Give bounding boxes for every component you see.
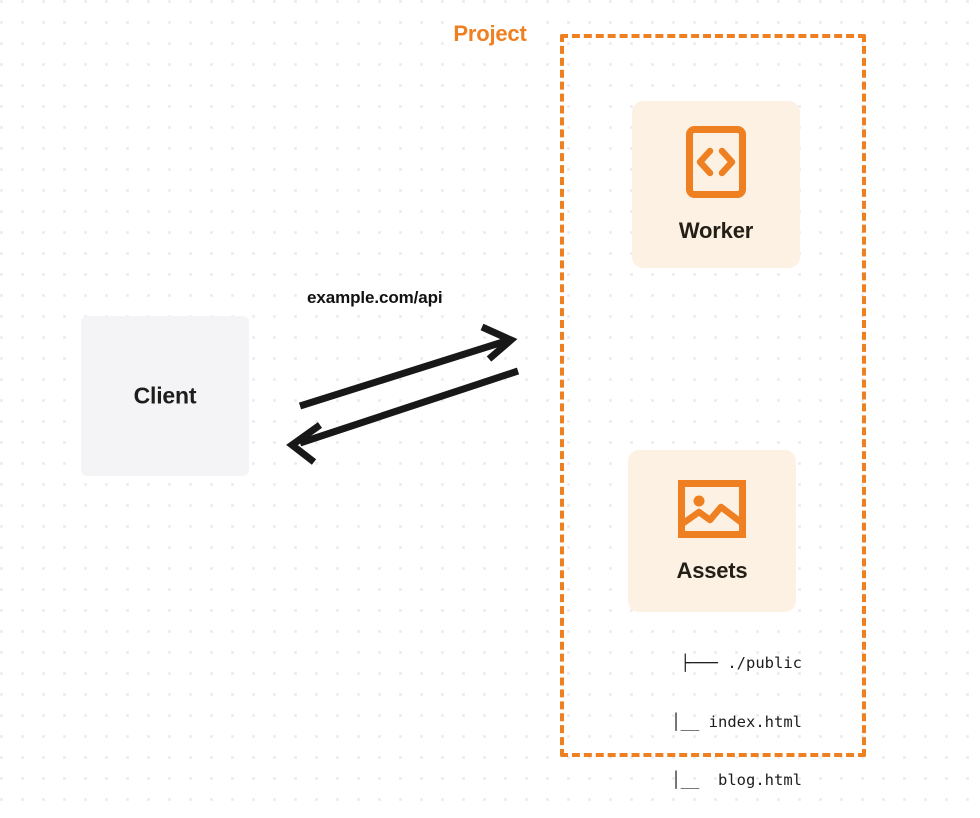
response-arrow-head	[286, 422, 323, 465]
image-icon	[677, 479, 747, 544]
assets-card[interactable]: Assets	[628, 450, 796, 612]
client-label: Client	[133, 382, 197, 409]
response-arrow-line	[298, 367, 520, 447]
project-title: Project	[446, 21, 534, 47]
code-brackets-icon	[685, 125, 747, 204]
request-arrow-line	[298, 337, 508, 410]
assets-file-tree: ├─── ./public │__ index.html │__ blog.ht…	[600, 615, 802, 818]
project-boundary	[560, 34, 866, 757]
client-node[interactable]: Client	[81, 316, 249, 476]
file-tree-row: ├─── ./public	[680, 654, 802, 672]
request-arrow-head	[480, 323, 518, 362]
worker-card[interactable]: Worker	[632, 101, 800, 268]
worker-card-label: Worker	[678, 218, 754, 243]
connection-label: example.com/api	[307, 288, 443, 307]
file-tree-row: │__ blog.html	[634, 771, 802, 789]
file-tree-row: │__ index.html	[634, 712, 802, 731]
assets-card-label: Assets	[676, 557, 748, 583]
